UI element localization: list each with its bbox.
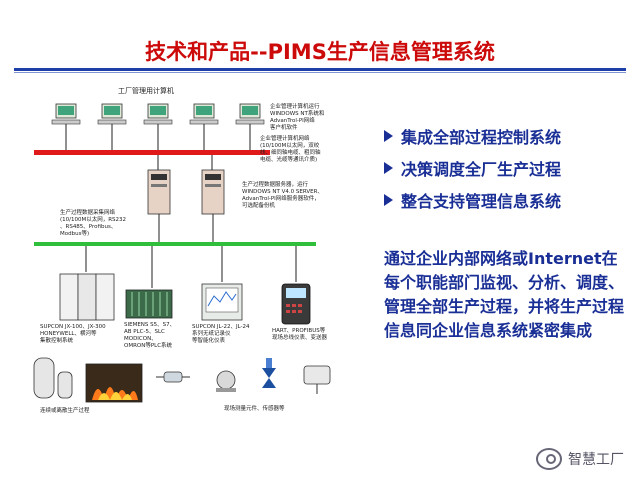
hart-communicator-icon (281, 283, 311, 325)
summary-paragraph: 通过企业内部网络或Internet在每个职能部门监视、分析、调度、管理全部生产过… (384, 249, 625, 340)
title-divider-thin (14, 72, 626, 73)
production-network-note: 生产过程数据采集网络 (10/100M以太网，RS232 、RS485、Prof… (60, 210, 127, 237)
triangle-bullet-icon (384, 194, 393, 206)
triangle-bullet-icon (384, 130, 393, 142)
field-devices-label: 现场测量元件、传感器等 (224, 406, 285, 412)
logo-text: 智慧工厂 (568, 452, 624, 468)
hart-label: HART、PROFIBUS等 现场总线仪表、变送器 (272, 328, 328, 341)
computer-icon-5 (235, 103, 265, 125)
computer-icon-1 (51, 103, 81, 125)
feature-list: 集成全部过程控制系统 决策调度全厂生产过程 整合支持管理信息系统 (384, 120, 634, 216)
server-note: 生产过程数据服务器，运行 WINDOWS NT V4.0 SERVER、 Adv… (242, 182, 323, 209)
diagram-svg (33, 103, 331, 403)
mgmt-computers (51, 103, 265, 125)
computer-icon-4 (189, 103, 219, 125)
recorder-label: SUPCON JL-22、JL-24 系列无纸记录仪 等智能化仪表 (192, 324, 250, 344)
server-icon-2 (201, 169, 225, 215)
feature-item: 集成全部过程控制系统 (384, 120, 634, 152)
feature-text: 决策调度全厂生产过程 (401, 160, 562, 179)
wechat-icon (536, 448, 562, 470)
plc-rack-icon (125, 289, 173, 319)
process-label: 连续或离散生产过程 (40, 408, 90, 414)
production-network-bus (34, 242, 316, 246)
furnace-flame-icon (85, 363, 143, 403)
tank-icon (33, 357, 73, 399)
title-divider (14, 68, 626, 71)
triangle-bullet-icon (384, 162, 393, 174)
feature-item: 整合支持管理信息系统 (384, 184, 634, 216)
pump-icon (216, 370, 236, 392)
server-icon-1 (147, 169, 171, 215)
factory-computers-label: 工厂管理用计算机 (118, 87, 174, 95)
transmitter-icon (303, 365, 331, 394)
feature-text: 整合支持管理信息系统 (401, 192, 562, 211)
feature-text: 集成全部过程控制系统 (401, 128, 562, 147)
dcs-cabinet-icon (59, 273, 115, 321)
pims-network-diagram: 工厂管理用计算机 企业管理计算机运行 WINDOWS NT系统和 AdvanTr… (20, 82, 366, 452)
wechat-logo: 智慧工厂 (536, 448, 624, 470)
mgmt-network-note: 企业管理计算机网络 (10/100M以太网，双绞 线、细同轴电缆、粗同轴 电缆、… (260, 136, 321, 163)
dcs-label: SUPCON JX-100、JX-300 HONEYWELL、横河等 集散控制系… (40, 324, 106, 344)
mgmt-computer-note: 企业管理计算机运行 WINDOWS NT系统和 AdvanTrol-PI网络 客… (270, 104, 325, 131)
slide-title: 技术和产品--PIMS生产信息管理系统 (145, 40, 495, 64)
computer-icon-2 (97, 103, 127, 125)
feature-item: 决策调度全厂生产过程 (384, 152, 634, 184)
mgmt-network-bus (34, 150, 270, 155)
sensor-icon-1 (156, 371, 190, 383)
computer-icon-3 (143, 103, 173, 125)
plc-label: SIEMENS S5、S7、 AB PLC-5、SLC MODICON、 OMR… (124, 322, 176, 349)
valve-icon (262, 358, 276, 388)
paperless-recorder-icon (201, 283, 243, 321)
